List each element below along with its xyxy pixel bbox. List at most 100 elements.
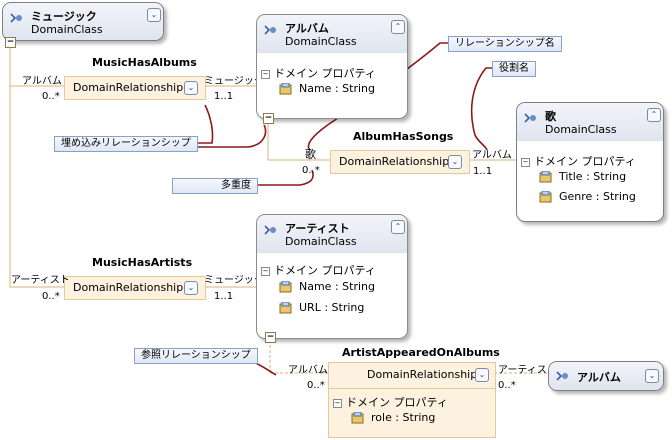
property-item[interactable]: Title : String [539, 170, 626, 183]
callout-reference: 参照リレーションシップ [134, 348, 258, 364]
multiplicity-label: 1..1 [214, 91, 234, 102]
expand-chevron-icon[interactable]: ⌄ [448, 155, 462, 169]
class-icon [263, 223, 279, 237]
callout-text: 多重度 [221, 180, 251, 191]
relationship-music-has-artists[interactable]: DomainRelationship ⌄ [64, 276, 206, 300]
property-text: Title : String [559, 170, 627, 183]
class-type: DomainClass [285, 35, 357, 48]
relationship-artist-appeared[interactable]: DomainRelationship ⌄ −ドメイン プロパティ role : … [328, 362, 496, 438]
relationship-album-has-songs[interactable]: DomainRelationship ⌄ [330, 150, 470, 174]
callout-relationship-name: リレーションシップ名 [448, 36, 562, 52]
group-label: ドメイン プロパティ [534, 155, 636, 168]
property-item[interactable]: URL : String [279, 301, 364, 314]
property-text: Name : String [299, 82, 375, 95]
group-label: ドメイン プロパティ [274, 264, 376, 277]
property-item[interactable]: role : String [351, 411, 435, 424]
expand-chevron-icon[interactable]: ⌄ [184, 281, 198, 295]
role-label: 歌 [305, 148, 316, 161]
class-song[interactable]: 歌 DomainClass ⌃ −ドメイン プロパティ Title : Stri… [516, 102, 664, 222]
collapse-toggle[interactable]: − [263, 113, 274, 124]
role-label: アルバム [22, 76, 62, 87]
relationship-name: MusicHasArtists [92, 256, 193, 269]
multiplicity-label: 0..* [42, 291, 60, 302]
callout-text: 参照リレーションシップ [141, 350, 251, 361]
group-collapse-icon[interactable]: − [261, 266, 270, 276]
collapse-chevron-icon[interactable]: ⌃ [647, 108, 661, 122]
class-type: DomainClass [31, 23, 103, 36]
class-artist-header: アーティスト DomainClass ⌃ [257, 215, 407, 253]
callout-embedding: 埋め込みリレーションシップ [54, 136, 198, 152]
relationship-type: DomainRelationship [73, 281, 184, 294]
callout-role-name: 役割名 [492, 61, 536, 77]
class-icon [9, 11, 25, 25]
class-name: アルバム [577, 371, 621, 384]
class-type: DomainClass [545, 123, 617, 136]
multiplicity-label: 0..* [307, 380, 325, 391]
multiplicity-label: 1..1 [473, 166, 493, 177]
property-item[interactable]: Name : String [279, 280, 375, 293]
role-label: アルバム [288, 365, 328, 376]
property-group[interactable]: −ドメイン プロパティ [333, 394, 448, 410]
group-collapse-icon[interactable]: − [521, 157, 530, 167]
role-label: ミュージック [204, 76, 264, 87]
class-icon [523, 111, 539, 125]
class-icon [555, 369, 571, 383]
class-artist[interactable]: アーティスト DomainClass ⌃ −ドメイン プロパティ Name : … [256, 214, 408, 339]
property-group[interactable]: −ドメイン プロパティ [261, 262, 376, 278]
multiplicity-label: 0..* [302, 165, 320, 176]
group-label: ドメイン プロパティ [274, 67, 376, 80]
class-name: アルバム [285, 22, 329, 35]
collapse-toggle[interactable]: − [5, 37, 16, 48]
group-collapse-icon[interactable]: − [333, 398, 342, 408]
class-name: ミュージック [31, 10, 97, 23]
multiplicity-label: 0..* [498, 380, 516, 391]
expand-chevron-icon[interactable]: ⌄ [184, 81, 198, 95]
property-icon [351, 411, 365, 424]
property-icon [539, 170, 553, 183]
class-name: アーティスト [285, 222, 350, 235]
collapse-chevron-icon[interactable]: ⌃ [391, 220, 405, 234]
property-icon [279, 280, 293, 293]
property-text: Genre : String [559, 190, 636, 203]
property-group[interactable]: −ドメイン プロパティ [261, 65, 376, 81]
property-text: role : String [371, 411, 436, 424]
property-item[interactable]: Genre : String [539, 190, 636, 203]
expand-chevron-icon[interactable]: ⌄ [475, 368, 489, 382]
collapse-chevron-icon[interactable]: ⌃ [391, 20, 405, 34]
class-song-header: 歌 DomainClass ⌃ [517, 103, 663, 141]
class-album[interactable]: アルバム DomainClass ⌃ −ドメイン プロパティ Name : St… [256, 14, 408, 119]
class-name: 歌 [545, 110, 556, 123]
group-collapse-icon[interactable]: − [261, 69, 270, 79]
relationship-name: ArtistAppearedOnAlbums [342, 346, 500, 359]
property-icon [279, 301, 293, 314]
property-text: URL : String [299, 301, 365, 314]
property-item[interactable]: Name : String [279, 82, 375, 95]
property-group[interactable]: −ドメイン プロパティ [521, 153, 636, 169]
expand-chevron-icon[interactable]: ⌄ [147, 8, 161, 22]
relationship-type: DomainRelationship [339, 155, 450, 168]
relationship-name: AlbumHasSongs [353, 130, 454, 143]
role-label: アーティスト [498, 365, 557, 376]
property-icon [539, 190, 553, 203]
relationship-music-has-albums[interactable]: DomainRelationship ⌄ [64, 76, 206, 100]
relationship-type: DomainRelationship [73, 81, 184, 94]
multiplicity-label: 0..* [42, 91, 60, 102]
class-icon [263, 23, 279, 37]
property-text: Name : String [299, 280, 375, 293]
class-music-header: ミュージック DomainClass ⌄ [3, 3, 163, 40]
callout-text: リレーションシップ名 [455, 38, 555, 49]
expand-chevron-icon[interactable]: ⌄ [645, 369, 659, 383]
class-album-reference[interactable]: アルバム ⌄ [548, 361, 664, 391]
class-album-reference-header: アルバム ⌄ [549, 362, 663, 390]
callout-text: 埋め込みリレーションシップ [61, 138, 191, 149]
class-type: DomainClass [285, 235, 357, 248]
class-music[interactable]: ミュージック DomainClass ⌄ [2, 2, 164, 41]
role-label: アーティスト [11, 275, 70, 286]
callout-multiplicity: 多重度 [172, 178, 258, 194]
role-label: ミュージック [204, 275, 264, 286]
class-album-header: アルバム DomainClass ⌃ [257, 15, 407, 53]
property-icon [279, 82, 293, 95]
relationship-name: MusicHasAlbums [92, 56, 197, 69]
collapse-toggle[interactable]: − [265, 332, 276, 343]
relationship-type: DomainRelationship [367, 368, 478, 381]
